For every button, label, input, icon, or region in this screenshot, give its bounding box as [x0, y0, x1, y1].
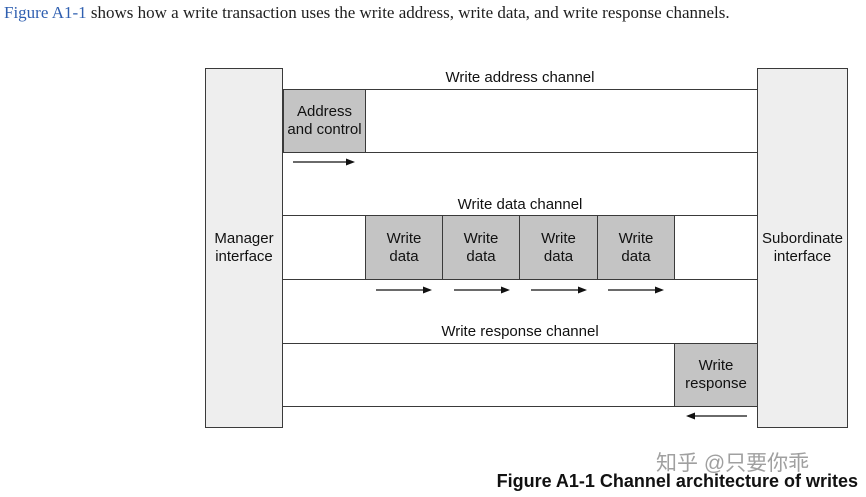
- address-channel-top-line: [283, 89, 757, 90]
- address-and-control-packet: Address and control: [283, 89, 366, 153]
- response-channel-top-line: [283, 343, 757, 344]
- intro-sentence: Figure A1-1 shows how a write transactio…: [4, 3, 730, 23]
- write-data-packet: Write data: [442, 215, 520, 280]
- response-channel-bottom-line: [283, 406, 757, 407]
- write-data-packet: Write data: [365, 215, 443, 280]
- watermark: 知乎 @只要你乖: [656, 452, 810, 475]
- response-direction-arrow: [686, 412, 747, 420]
- write-response-packet: Write response: [674, 343, 758, 407]
- write-data-packet: Write data: [519, 215, 598, 280]
- write-response-channel-label: Write response channel: [441, 323, 599, 340]
- figure-caption: Figure A1-1 Channel architecture of writ…: [496, 471, 858, 491]
- intro-text: shows how a write transaction uses the w…: [86, 3, 730, 22]
- address-direction-arrow: [293, 158, 355, 166]
- subordinate-interface: Subordinate interface: [757, 68, 848, 428]
- data-direction-arrow: [454, 286, 510, 294]
- write-address-channel-label: Write address channel: [445, 69, 595, 86]
- write-data-channel-label: Write data channel: [457, 196, 583, 213]
- figure-reference-link[interactable]: Figure A1-1: [4, 3, 87, 22]
- data-direction-arrow: [376, 286, 432, 294]
- data-direction-arrow: [608, 286, 664, 294]
- address-channel-bottom-line: [283, 152, 757, 153]
- manager-interface: Manager interface: [205, 68, 283, 428]
- write-data-packet: Write data: [597, 215, 675, 280]
- data-direction-arrow: [531, 286, 587, 294]
